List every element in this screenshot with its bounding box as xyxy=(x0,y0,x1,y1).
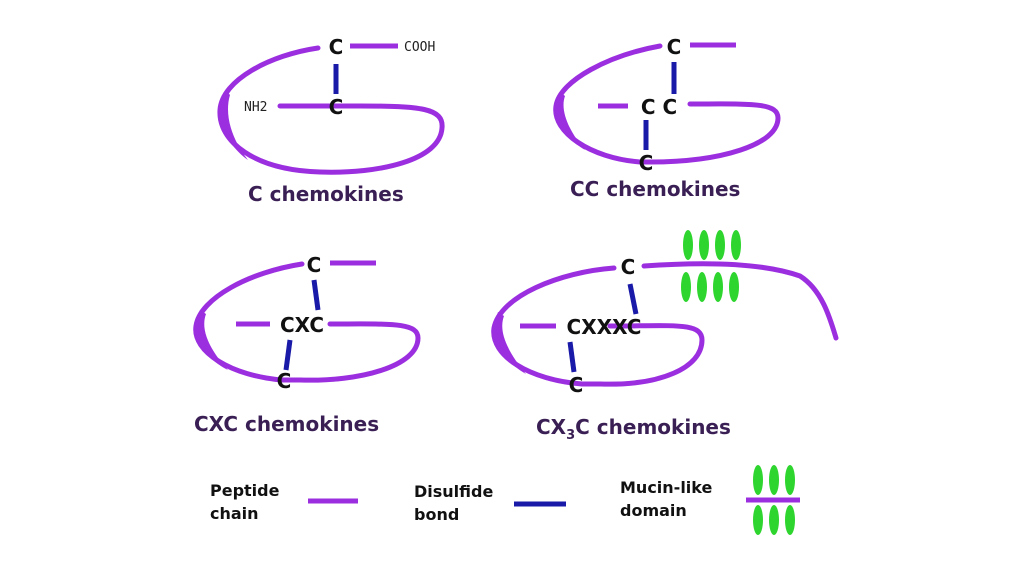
peptide-chain xyxy=(193,261,421,383)
cysteine-label: C xyxy=(307,253,322,277)
cxc-chemokines-caption: CXC chemokines xyxy=(194,412,379,436)
cysteine-label: C xyxy=(639,151,654,175)
legend-peptide-label: chain xyxy=(210,504,259,523)
mucin-glycan-mark xyxy=(785,505,795,535)
cx3c-chemokine-structure: C CXXXC C CX3C chemokines xyxy=(491,230,839,443)
caption-prefix: CX xyxy=(536,415,567,439)
nh2-terminus-label: NH2 xyxy=(244,100,267,115)
cysteine-label: C xyxy=(569,373,584,397)
legend-mucin-label: domain xyxy=(620,501,687,520)
cooh-terminus-label: COOH xyxy=(404,40,435,55)
mucin-glycan-mark xyxy=(769,465,779,495)
legend-mucin-label: Mucin-like xyxy=(620,478,712,497)
cxxxc-motif-label: CXXXC xyxy=(567,315,642,339)
mucin-glycan-mark xyxy=(753,465,763,495)
cc-chemokines-caption: CC chemokines xyxy=(570,177,740,201)
peptide-chain-mucin-stalk xyxy=(641,261,839,341)
mucin-glycan-mark xyxy=(785,465,795,495)
legend-disulfide-label: bond xyxy=(414,505,459,524)
caption-suffix: C chemokines xyxy=(575,415,731,439)
cysteine-label: C xyxy=(277,369,292,393)
cysteine-label: C xyxy=(621,255,636,279)
mucin-glycan-mark xyxy=(681,272,691,302)
mucin-glycan-mark xyxy=(715,230,725,260)
cysteine-label: C xyxy=(667,35,682,59)
mucin-glycan-mark xyxy=(731,230,741,260)
legend-disulfide-label: Disulfide xyxy=(414,482,493,501)
peptide-chain xyxy=(491,265,705,387)
disulfide-bond xyxy=(311,279,321,311)
legend: Peptide chain Disulfide bond Mucin-like … xyxy=(210,465,800,535)
mucin-glycan-mark xyxy=(683,230,693,260)
peptide-chain xyxy=(217,45,445,175)
cysteine-pair-label: C C xyxy=(641,95,677,119)
cysteine-label: C xyxy=(329,35,344,59)
mucin-glycan-mark xyxy=(713,272,723,302)
peptide-chain-thick-edge xyxy=(495,312,526,374)
caption-subscript: 3 xyxy=(566,428,575,443)
cx3c-chemokines-caption: CX3C chemokines xyxy=(536,415,731,443)
cxc-chemokine-structure: C CXC C CXC chemokines xyxy=(193,253,421,436)
peptide-chain-thick-edge xyxy=(557,92,585,150)
mucin-glycan-mark xyxy=(769,505,779,535)
c-chemokines-caption: C chemokines xyxy=(248,182,404,206)
peptide-chain-thick-edge xyxy=(197,310,228,370)
mucin-glycan-mark xyxy=(753,505,763,535)
peptide-chain-thick-edge xyxy=(221,90,248,160)
mucin-glycan-mark xyxy=(729,272,739,302)
c-chemokine-structure: C C COOH NH2 C chemokines xyxy=(217,35,445,206)
disulfide-bond xyxy=(627,283,639,315)
cxc-motif-label: CXC xyxy=(280,313,324,337)
mucin-glycan-mark xyxy=(699,230,709,260)
mucin-glycan-mark xyxy=(697,272,707,302)
cysteine-label: C xyxy=(329,95,344,119)
disulfide-bond xyxy=(567,341,577,373)
legend-peptide-label: Peptide xyxy=(210,481,280,500)
legend-mucin-swatch xyxy=(746,465,800,535)
cc-chemokine-structure: C C C C CC chemokines xyxy=(553,35,781,201)
peptide-chain xyxy=(553,43,781,165)
disulfide-bond xyxy=(283,339,293,371)
mucin-like-domain xyxy=(681,230,741,302)
